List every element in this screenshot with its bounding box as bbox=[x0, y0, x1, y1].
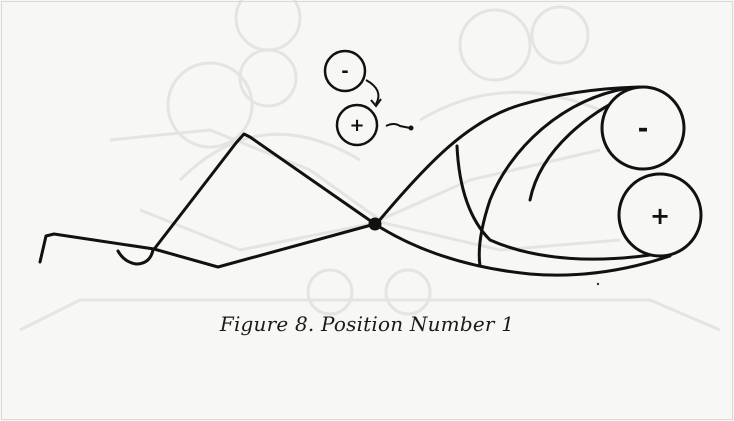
small-minus-circle bbox=[323, 49, 367, 93]
left-hook-line bbox=[38, 222, 377, 269]
inner-curve-b bbox=[477, 86, 630, 268]
small-curved-arrow bbox=[365, 79, 380, 105]
speck-dot bbox=[596, 282, 600, 286]
large-minus-symbol: - bbox=[638, 114, 649, 144]
small-plus-symbol: + bbox=[349, 115, 364, 136]
upper-zigzag-line bbox=[153, 132, 377, 250]
large-charge-circles: - + bbox=[600, 85, 703, 258]
main-diagram bbox=[38, 85, 672, 277]
small-minus-symbol: - bbox=[341, 61, 348, 82]
upper-lobe-curve bbox=[376, 85, 642, 224]
small-tail-arrow bbox=[385, 123, 411, 129]
small-curved-arrowhead bbox=[370, 98, 382, 108]
bleed-through-background bbox=[19, 0, 721, 332]
lower-loop bbox=[116, 248, 155, 266]
large-plus-symbol: + bbox=[650, 202, 670, 230]
figure-caption: Figure 8. Position Number 1 bbox=[219, 312, 515, 336]
large-minus-circle bbox=[600, 85, 686, 171]
inner-curve-a bbox=[455, 144, 652, 261]
large-plus-circle bbox=[617, 172, 703, 258]
lower-lobe-curve bbox=[376, 224, 672, 277]
small-tail-dot bbox=[408, 125, 414, 131]
small-plus-circle bbox=[335, 103, 379, 147]
small-charge-demo: - + bbox=[323, 49, 414, 147]
